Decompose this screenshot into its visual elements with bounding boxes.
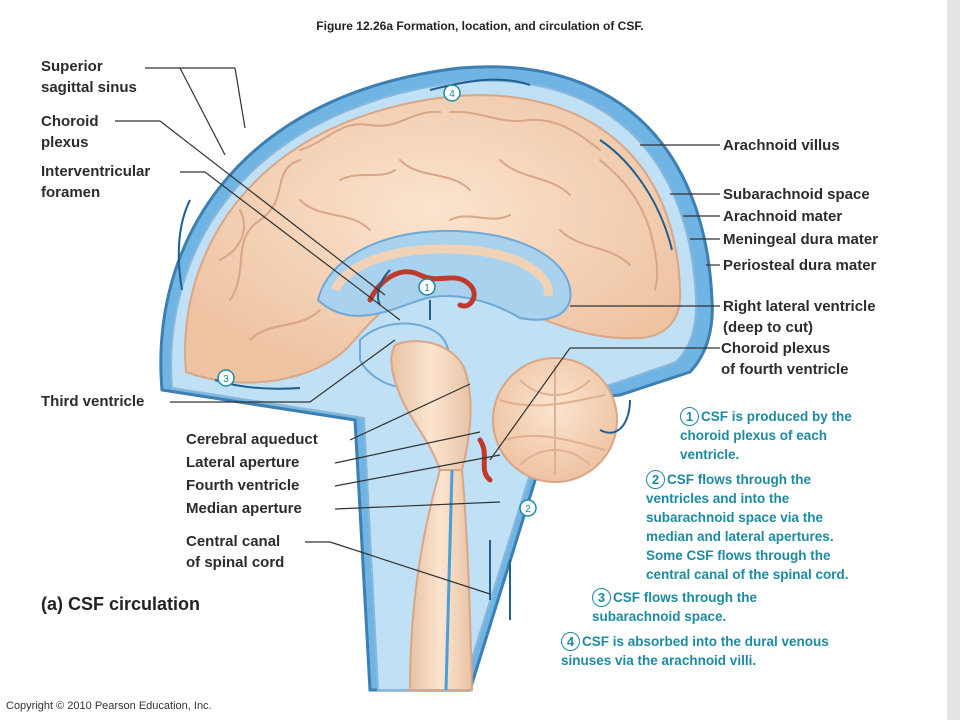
central-canal <box>444 469 454 691</box>
label-fourth-ventricle: Fourth ventricle <box>186 477 300 494</box>
diagram-markers: 4 1 3 2 <box>217 84 537 517</box>
step-2-text-line-2: ventricles and into the <box>646 491 790 506</box>
label-central-canal: Central canal of spinal cord <box>186 533 285 571</box>
right-edge-strip <box>947 0 960 720</box>
step-3-text-line-2: subarachnoid space. <box>592 609 727 624</box>
cerebellum <box>492 357 618 483</box>
step-2-text: CSF flows through the <box>667 472 811 487</box>
label-interventricular-foramen: Interventricular foramen <box>41 163 151 201</box>
panel-label: (a) CSF circulation <box>41 594 201 614</box>
step-3-number: 3 <box>592 588 611 607</box>
step-2-text-line-5: Some CSF flows through the <box>646 548 831 563</box>
step-4-number: 4 <box>561 632 580 651</box>
label-arachnoid-mater: Arachnoid mater <box>723 208 843 225</box>
step-4-text: CSF is absorbed into the dural venous <box>582 634 829 649</box>
label-subarachnoid-space: Subarachnoid space <box>723 186 870 203</box>
corpus-callosum <box>330 244 553 297</box>
step-3-text: CSF flows through the <box>613 590 757 605</box>
label-meningeal-dura-mater: Meningeal dura mater <box>723 231 879 248</box>
label-superior-sagittal-sinus: Superior sagittal sinus <box>41 58 137 96</box>
step-2-text-line-6: central canal of the spinal cord. <box>646 567 849 582</box>
marker-3: 3 <box>223 374 229 385</box>
marker-4: 4 <box>449 89 455 100</box>
label-median-aperture: Median aperture <box>186 500 302 517</box>
step-1-text-line-3: ventricle. <box>680 447 740 462</box>
step-1-text-line-2: choroid plexus of each <box>680 428 828 443</box>
copyright-notice: Copyright © 2010 Pearson Education, Inc. <box>6 700 212 712</box>
marker-1: 1 <box>424 283 430 294</box>
label-arachnoid-villus: Arachnoid villus <box>723 137 840 154</box>
marker-2: 2 <box>525 504 531 515</box>
label-periosteal-dura-mater: Periosteal dura mater <box>723 257 877 274</box>
csf-flow-arrows <box>177 78 673 620</box>
label-third-ventricle: Third ventricle <box>41 393 145 410</box>
label-right-lateral-ventricle: Right lateral ventricle (deep to cut) <box>723 298 876 336</box>
label-choroid-plexus: Choroid plexus <box>41 113 99 151</box>
choroid-plexus-fourth-vessels <box>477 437 493 483</box>
choroid-plexus-vessels <box>367 269 477 309</box>
step-2-text-line-3: subarachnoid space via the <box>646 510 824 525</box>
gyri-folds <box>219 110 659 341</box>
label-choroid-plexus-fourth-ventricle: Choroid plexus of fourth ventricle <box>721 340 849 378</box>
step-2-number: 2 <box>646 470 665 489</box>
step-1-text: CSF is produced by the <box>701 409 852 424</box>
spinal-cord <box>408 469 474 691</box>
step-4-text-line-2: sinuses via the arachnoid villi. <box>561 653 757 668</box>
label-cerebral-aqueduct: Cerebral aqueduct <box>186 431 318 448</box>
figure-title: Figure 12.26a Formation, location, and c… <box>316 19 644 33</box>
step-2-text-line-4: median and lateral apertures. <box>646 529 834 544</box>
step-1-number: 1 <box>680 407 699 426</box>
label-lateral-aperture: Lateral aperture <box>186 454 300 471</box>
label-leader-lines <box>115 67 720 595</box>
